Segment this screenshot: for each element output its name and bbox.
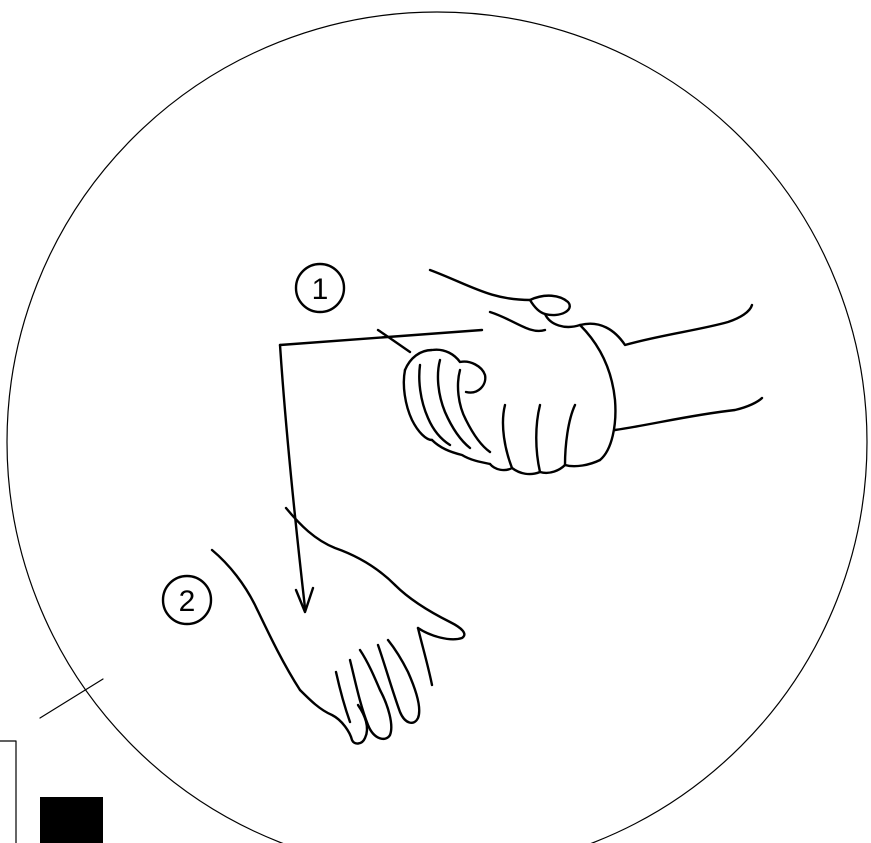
detail-circle	[7, 12, 867, 843]
partial-frame-box	[0, 741, 16, 843]
black-swatch	[40, 797, 103, 843]
callout-1: 1	[296, 264, 344, 312]
callout-1-label: 1	[312, 273, 329, 306]
callout-2-label: 2	[179, 585, 196, 618]
leader-line	[40, 679, 103, 718]
gripping-hands-illustration	[378, 270, 762, 474]
open-hand-illustration	[212, 508, 464, 744]
transition-arrow	[280, 330, 482, 612]
callout-2: 2	[163, 576, 211, 624]
